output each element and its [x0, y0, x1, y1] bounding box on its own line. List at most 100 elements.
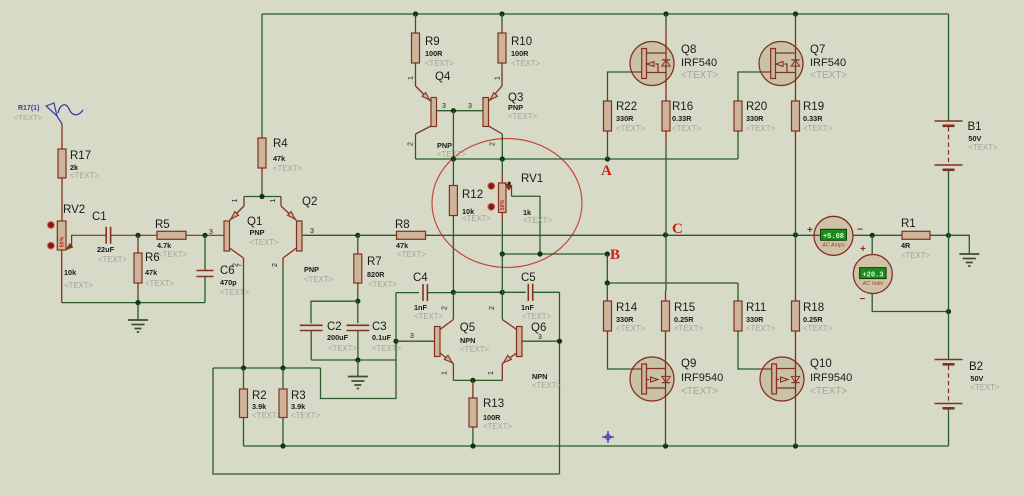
svg-text:<TEXT>: <TEXT>: [368, 280, 397, 289]
svg-text:<TEXT>: <TEXT>: [252, 411, 281, 420]
svg-text:<TEXT>: <TEXT>: [437, 150, 466, 159]
svg-text:R10: R10: [511, 36, 532, 48]
svg-text:<TEXT>: <TEXT>: [328, 344, 357, 353]
svg-text:−: −: [860, 294, 866, 305]
svg-text:R15: R15: [674, 302, 695, 314]
svg-text:<TEXT>: <TEXT>: [746, 124, 775, 133]
svg-text:<TEXT>: <TEXT>: [901, 251, 930, 260]
svg-text:50V: 50V: [968, 134, 981, 143]
svg-text:1nF: 1nF: [521, 303, 535, 312]
svg-text:PNP: PNP: [304, 265, 319, 274]
svg-text:2: 2: [490, 142, 497, 146]
svg-text:2: 2: [442, 306, 449, 310]
svg-text:B1: B1: [968, 121, 982, 133]
svg-text:3: 3: [410, 333, 414, 340]
svg-text:<TEXT>: <TEXT>: [681, 386, 718, 397]
svg-text:<TEXT>: <TEXT>: [250, 238, 279, 247]
svg-text:1: 1: [442, 371, 449, 375]
svg-text:10k: 10k: [64, 268, 77, 277]
svg-text:AC Amps: AC Amps: [821, 243, 845, 249]
svg-text:Q2: Q2: [302, 196, 317, 208]
svg-text:Q6: Q6: [531, 322, 546, 334]
svg-text:1: 1: [270, 199, 277, 203]
svg-text:Q4: Q4: [435, 71, 451, 83]
svg-text:470p: 470p: [220, 278, 237, 287]
svg-text:R17(1): R17(1): [18, 105, 39, 112]
svg-text:<TEXT>: <TEXT>: [616, 124, 645, 133]
svg-text:330R: 330R: [746, 114, 764, 123]
svg-text:<TEXT>: <TEXT>: [511, 59, 540, 68]
svg-text:0.33R: 0.33R: [672, 114, 692, 123]
svg-text:3: 3: [538, 334, 542, 341]
svg-text:<TEXT>: <TEXT>: [483, 422, 512, 431]
svg-text:<TEXT>: <TEXT>: [158, 250, 187, 259]
svg-text:<TEXT>: <TEXT>: [460, 345, 489, 354]
svg-text:IRF9540: IRF9540: [810, 372, 852, 384]
svg-text:3: 3: [442, 103, 446, 110]
svg-text:<TEXT>: <TEXT>: [746, 324, 775, 333]
svg-text:4.7k: 4.7k: [157, 241, 172, 250]
svg-text:<TEXT>: <TEXT>: [681, 70, 718, 81]
svg-text:R13: R13: [483, 398, 504, 410]
svg-text:0.25R: 0.25R: [674, 315, 694, 324]
svg-text:NPN: NPN: [532, 372, 547, 381]
svg-text:~: ~: [237, 261, 242, 270]
svg-text:<TEXT>: <TEXT>: [803, 124, 832, 133]
svg-text:330R: 330R: [616, 114, 634, 123]
svg-text:Q8: Q8: [681, 44, 696, 56]
svg-text:10k: 10k: [462, 207, 475, 216]
svg-text:R17: R17: [70, 150, 91, 162]
svg-text:<TEXT>: <TEXT>: [304, 275, 333, 284]
svg-text:47k: 47k: [145, 268, 158, 277]
svg-text:47k: 47k: [396, 241, 409, 250]
svg-text:B: B: [610, 247, 620, 263]
svg-text:3: 3: [209, 229, 213, 236]
svg-text:PNP: PNP: [250, 228, 265, 237]
svg-text:<TEXT>: <TEXT>: [523, 216, 552, 225]
svg-text:IRF540: IRF540: [810, 57, 846, 69]
svg-text:R19: R19: [803, 101, 824, 113]
svg-text:<TEXT>: <TEXT>: [414, 312, 443, 321]
svg-text:3.9k: 3.9k: [291, 402, 306, 411]
svg-text:3.9k: 3.9k: [252, 402, 267, 411]
svg-text:R14: R14: [616, 302, 638, 314]
svg-text:<TEXT>: <TEXT>: [397, 250, 426, 259]
svg-text:C5: C5: [521, 272, 536, 284]
svg-text:<TEXT>: <TEXT>: [291, 411, 320, 420]
svg-text:50V: 50V: [970, 374, 983, 383]
svg-text:<TEXT>: <TEXT>: [532, 381, 561, 390]
svg-text:IRF540: IRF540: [681, 57, 717, 69]
svg-text:Q9: Q9: [681, 358, 696, 370]
svg-text:<TEXT>: <TEXT>: [674, 324, 703, 333]
svg-text:4R: 4R: [901, 241, 911, 250]
svg-text:<TEXT>: <TEXT>: [14, 113, 43, 122]
svg-text:2k: 2k: [70, 163, 79, 172]
svg-text:<TEXT>: <TEXT>: [70, 171, 99, 180]
svg-text:Q1: Q1: [247, 216, 262, 228]
svg-text:−: −: [857, 225, 863, 236]
svg-text:R6: R6: [145, 252, 160, 264]
svg-text:2: 2: [489, 306, 496, 310]
svg-text:<TEXT>: <TEXT>: [98, 255, 127, 264]
svg-text:R5: R5: [155, 219, 170, 231]
svg-text:R9: R9: [425, 36, 440, 48]
svg-text:R8: R8: [395, 219, 410, 231]
svg-text:RV1: RV1: [521, 173, 543, 185]
svg-text:<TEXT>: <TEXT>: [64, 281, 93, 290]
svg-text:0.25R: 0.25R: [803, 315, 823, 324]
svg-text:2: 2: [233, 263, 240, 267]
svg-text:<TEXT>: <TEXT>: [508, 112, 537, 121]
svg-text:1: 1: [232, 199, 239, 203]
svg-text:<TEXT>: <TEXT>: [672, 124, 701, 133]
svg-text:R18: R18: [803, 302, 824, 314]
svg-text:100R: 100R: [425, 49, 443, 58]
svg-text:Q10: Q10: [810, 358, 832, 370]
svg-text:<TEXT>: <TEXT>: [810, 70, 847, 81]
svg-text:0.1uF: 0.1uF: [372, 333, 392, 342]
svg-text:<TEXT>: <TEXT>: [145, 279, 174, 288]
svg-text:2: 2: [408, 142, 415, 146]
svg-text:PNP: PNP: [508, 103, 523, 112]
svg-text:<TEXT>: <TEXT>: [968, 143, 997, 152]
svg-text:47k: 47k: [273, 154, 286, 163]
svg-text:<TEXT>: <TEXT>: [425, 59, 454, 68]
